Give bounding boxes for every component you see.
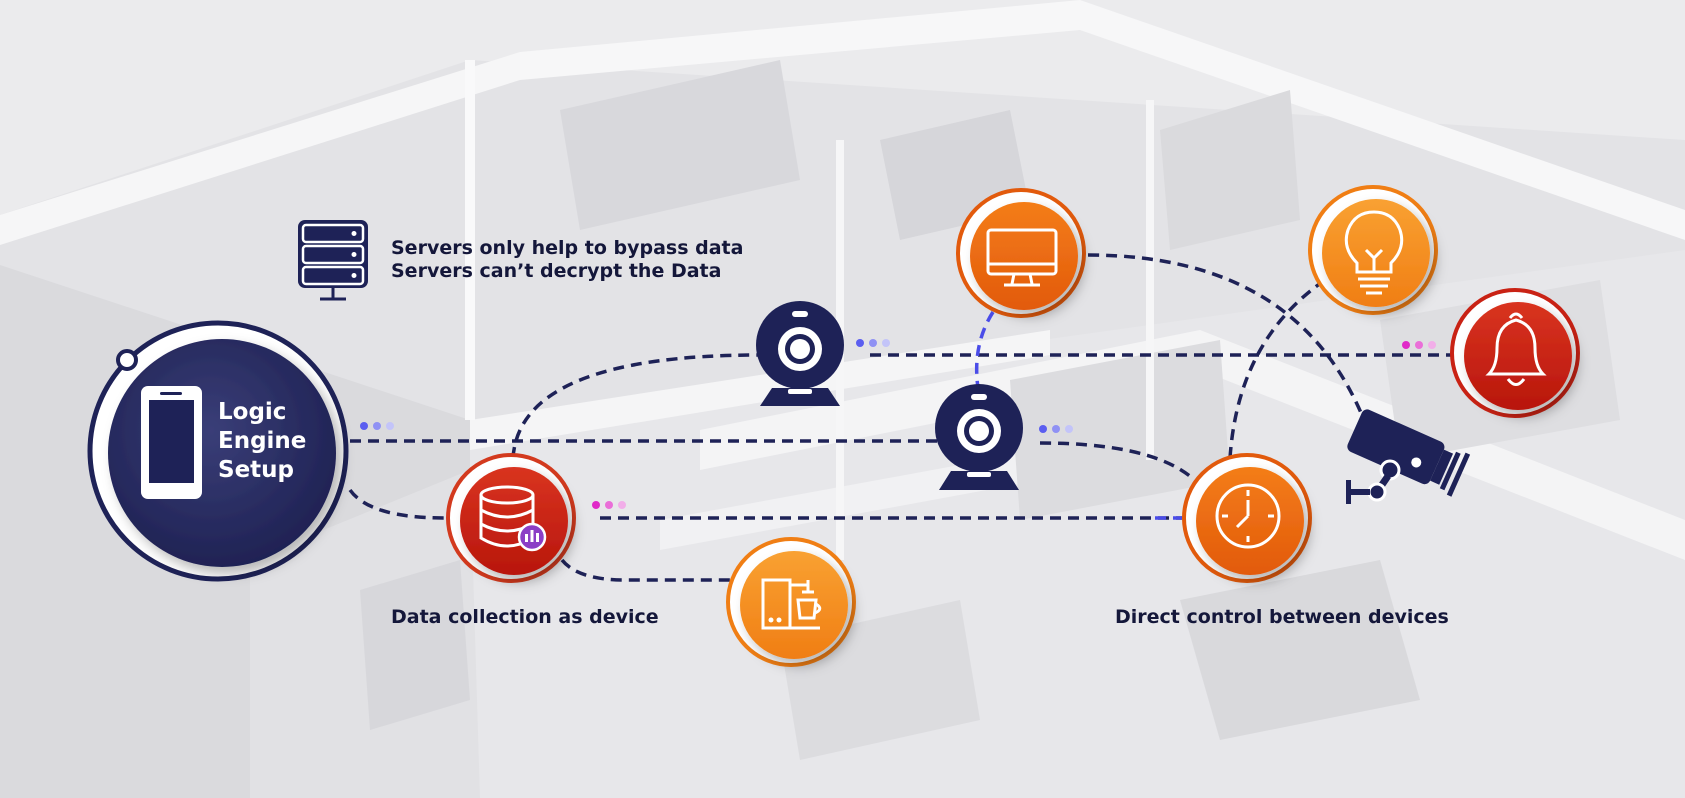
dots-database xyxy=(592,501,626,509)
data-collection-caption: Data collection as device xyxy=(391,606,659,628)
connection-hub-to-database xyxy=(348,488,446,520)
monitor-device[interactable] xyxy=(956,188,1086,318)
hub-orbit-knob xyxy=(116,349,138,371)
bell-icon xyxy=(1485,312,1547,386)
light-bulb-icon xyxy=(1344,210,1404,295)
security-camera-device[interactable] xyxy=(1345,407,1471,504)
webcam-middle-device[interactable] xyxy=(935,384,1023,490)
monitor-icon xyxy=(986,228,1058,287)
coffee-machine-device[interactable] xyxy=(726,537,856,667)
database-device[interactable] xyxy=(446,453,576,583)
clock-icon xyxy=(1215,483,1281,549)
coffee-machine-icon xyxy=(761,578,822,630)
indicator-dots xyxy=(360,339,1436,509)
security-camera-icon xyxy=(1346,409,1471,504)
dots-webcam-top xyxy=(856,339,890,347)
servers-note-line-2: Servers can’t decrypt the Data xyxy=(391,260,722,282)
logic-engine-hub[interactable] xyxy=(87,320,349,582)
connection-monitor-to-security-camera xyxy=(1087,253,1368,426)
dots-bell xyxy=(1402,341,1436,349)
dots-webcam-middle xyxy=(1039,425,1073,433)
servers-note-line-1: Servers only help to bypass data xyxy=(391,237,744,259)
alarm-bell-device[interactable] xyxy=(1450,288,1580,418)
server-rack-icon xyxy=(298,220,368,301)
direct-control-caption: Direct control between devices xyxy=(1115,606,1449,628)
webcam-icon xyxy=(756,301,844,406)
hub-label-line-3: Setup xyxy=(218,457,294,483)
connection-database-to-webcam-top xyxy=(511,353,761,459)
hub-label-line-1: Logic xyxy=(218,399,287,425)
smartphone-icon xyxy=(141,386,202,499)
connection-lines xyxy=(348,253,1455,582)
webcam-top-device[interactable] xyxy=(756,301,844,406)
hub-label-line-2: Engine xyxy=(218,428,307,454)
dots-hub xyxy=(360,422,394,430)
webcam-icon xyxy=(935,384,1023,490)
connection-clock-to-light xyxy=(1228,278,1326,459)
connection-monitor-to-webcam-middle xyxy=(974,311,995,389)
analytics-badge-icon xyxy=(517,522,547,552)
connection-database-to-coffee xyxy=(560,558,730,582)
light-bulb-device[interactable] xyxy=(1308,185,1438,315)
clock-device[interactable] xyxy=(1182,453,1312,583)
hub-label: Logic Engine Setup xyxy=(218,398,306,485)
